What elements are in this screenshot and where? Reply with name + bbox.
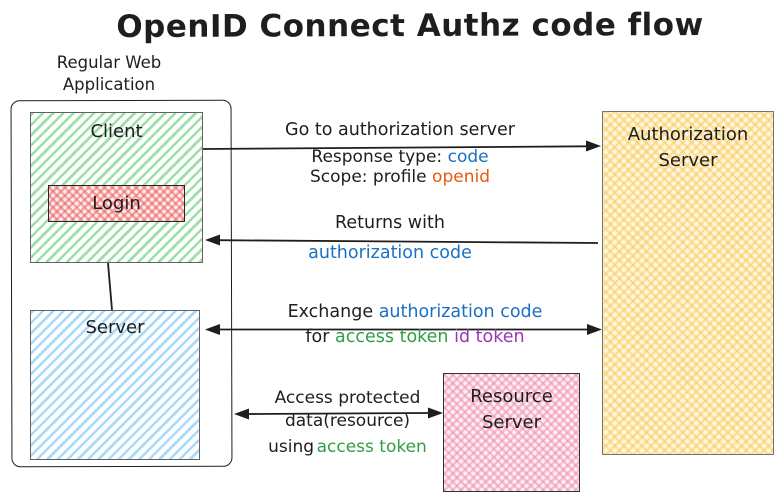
scope-value-openid: openid xyxy=(432,167,490,187)
annotation-returns-with: Returns with authorization code xyxy=(240,213,540,263)
server-box-label: Server xyxy=(85,317,145,338)
response-type-value: code xyxy=(447,147,489,167)
access-token-value: access token xyxy=(335,327,449,347)
exchange-label: Exchange xyxy=(287,302,374,322)
id-token-value: id token xyxy=(454,327,525,347)
regular-web-app-label: Regular Web Application xyxy=(56,53,162,95)
returns-with-title: Returns with xyxy=(335,213,445,233)
response-type-line: Response type:code xyxy=(240,147,560,167)
access-protected-line2: data(resource) xyxy=(284,411,411,431)
authorization-server-label: Authorization Server xyxy=(627,124,749,172)
annotation-go-to-auth: Go to authorization server Response type… xyxy=(240,120,560,187)
exchange-authorization-code: authorization code xyxy=(378,302,543,322)
using-access-token-value: access token xyxy=(316,437,427,457)
response-type-label: Response type: xyxy=(311,147,443,167)
resource-server-label: Resource Server xyxy=(470,386,553,434)
resource-server-box: Resource Server xyxy=(443,373,580,492)
login-button-label: Login xyxy=(92,193,141,214)
authorization-code-value: authorization code xyxy=(308,243,472,263)
access-protected-line1: Access protected xyxy=(274,388,421,408)
diagram-title: OpenID Connect Authz code flow xyxy=(116,6,704,46)
login-button: Login xyxy=(48,185,185,222)
using-label: using xyxy=(268,437,315,457)
for-label: for xyxy=(305,327,330,347)
go-to-auth-title: Go to authorization server xyxy=(285,120,515,140)
authorization-server-box: Authorization Server xyxy=(602,111,774,455)
server-box: Server xyxy=(30,310,200,460)
client-box-label: Client xyxy=(90,121,143,142)
scope-label: Scope: profile xyxy=(309,167,427,187)
